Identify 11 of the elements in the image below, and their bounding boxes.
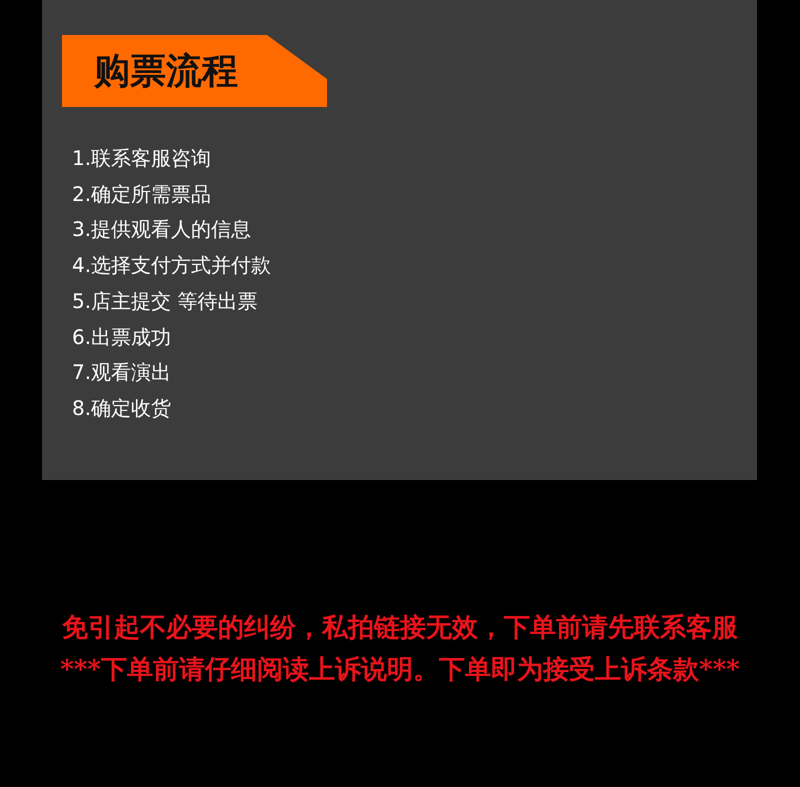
notice-text: ***下单前请仔细阅读上诉说明。下单即为接受上诉条款***	[59, 654, 741, 687]
step-text: 8.确定收货	[72, 394, 172, 421]
step-text: 3.提供观看人的信息	[72, 216, 252, 242]
title-banner: 购票流程	[62, 35, 327, 107]
step-text: 7.观看演出	[72, 359, 172, 386]
step-text: 4.选择支付方式并付款	[72, 252, 272, 278]
step-text: 2.确定所需票品	[72, 180, 212, 207]
step-text: 1.联系客服咨询	[72, 145, 212, 171]
step-text: 6.出票成功	[72, 324, 172, 350]
step-text: 5.店主提交 等待出票	[72, 288, 258, 314]
notice-text: 免引起不必要的纠纷，私拍链接无效，下单前请先联系客服	[61, 612, 739, 645]
